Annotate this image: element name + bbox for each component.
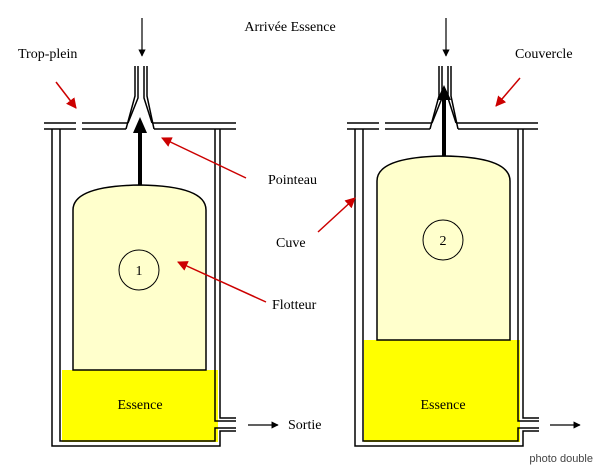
fuel-label-2: Essence — [420, 398, 465, 413]
label-credit: photo double — [529, 453, 593, 465]
label-sortie: Sortie — [288, 418, 321, 433]
inlet-2-right-b — [447, 66, 457, 124]
bowl-2-outer-right — [522, 129, 539, 419]
bowl-1-outer-right — [219, 129, 236, 419]
pointer-couvercle — [495, 77, 521, 107]
float-1-circle — [118, 249, 160, 291]
float-2-number: 2 — [440, 234, 447, 249]
fuel-label-1: Essence — [117, 398, 162, 413]
float-1 — [72, 184, 207, 371]
bowl-2-inner-wall — [362, 129, 539, 442]
inlet-2-left — [429, 66, 440, 130]
bowl-2-outer-wall — [354, 129, 539, 447]
bowl-1-inner-right — [214, 129, 236, 422]
inlet-1-left-b — [127, 66, 139, 124]
label-arrivee-essence: Arrivée Essence — [244, 20, 335, 35]
bowl-2-inner-right — [517, 129, 539, 422]
label-flotteur: Flotteur — [272, 298, 317, 313]
inlet-1-right — [146, 66, 155, 130]
pointer-trop-plein — [55, 81, 77, 109]
float-1-number: 1 — [136, 264, 143, 279]
float-2-circle — [422, 219, 464, 261]
label-pointeau: Pointeau — [268, 173, 317, 188]
pointer-flotteur — [177, 261, 267, 303]
inlet-1-right-b — [143, 66, 153, 124]
needle-valve-1 — [133, 117, 147, 133]
label-couvercle: Couvercle — [515, 47, 573, 62]
inlet-2-left-b — [431, 66, 443, 124]
label-trop-plein: Trop-plein — [18, 47, 77, 62]
bowl-2: 2 Essence — [347, 18, 581, 447]
bowl-1-outer-wall — [51, 129, 236, 447]
fuel-level-2 — [364, 340, 520, 442]
inlet-2-right — [450, 66, 459, 130]
bowl-1-inner-wall — [59, 129, 236, 442]
pointer-pointeau — [161, 137, 247, 179]
float-2 — [376, 155, 511, 341]
inlet-1-left — [125, 66, 136, 130]
pointer-cuve — [317, 197, 356, 233]
fuel-level-1 — [62, 370, 218, 442]
bowl-1: 1 Essence — [44, 18, 279, 447]
label-cuve: Cuve — [276, 236, 306, 251]
